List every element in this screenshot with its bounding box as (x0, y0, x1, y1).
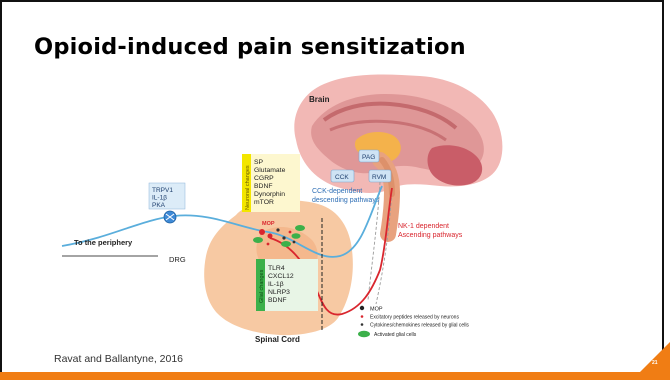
legend-item: Activated glial cells (374, 332, 417, 338)
legend-mop-marker (360, 306, 364, 310)
periphery-label: To the periphery (74, 238, 133, 247)
neuronal-item: Dynorphin (254, 191, 285, 198)
cck-label: CCK (335, 174, 349, 181)
cck-pathway-line-1: CCK-dependent (312, 188, 362, 195)
legend-item: MOP (370, 307, 383, 313)
glial-item: IL-1β (268, 281, 284, 288)
neuronal-item: Glutamate (254, 167, 286, 174)
bottom-accent-bar (0, 372, 670, 380)
brain-label: Brain (309, 95, 330, 104)
citation: Ravat and Ballantyne, 2016 (54, 353, 183, 365)
neuronal-item: BDNF (254, 183, 273, 190)
neuronal-item: SP (254, 159, 264, 166)
page-corner (640, 342, 670, 372)
glial-item: CXCL12 (268, 273, 294, 280)
drg-receptor-item: IL-1β (152, 195, 167, 202)
mop-small-label: MOP (262, 221, 275, 227)
drg-label: DRG (169, 255, 186, 264)
spinal-cord-label: Spinal Cord (255, 335, 300, 344)
rvm-label: RVM (372, 174, 386, 181)
drg-receptor-item: TRPV1 (152, 187, 173, 194)
legend: MOP Excitatory peptides released by neur… (358, 306, 469, 338)
glial-item: TLR4 (268, 265, 285, 272)
glial-changes-box (256, 259, 318, 311)
nk1-pathway-line-2: Ascending pathways (398, 232, 463, 239)
page-number: 21 (652, 360, 658, 366)
neuronal-item: mTOR (254, 199, 274, 206)
glial-item: NLRP3 (268, 289, 290, 296)
neuronal-item: CGRP (254, 175, 274, 182)
legend-glial-marker (358, 331, 370, 337)
legend-excitatory-marker (361, 315, 364, 318)
legend-cytokine-marker (361, 323, 364, 326)
drg-receptor-item: PKA (152, 202, 166, 209)
drg-receptor-icon (164, 211, 176, 223)
nk1-pathway-line-1: NK-1 dependent (398, 223, 449, 230)
pag-label: PAG (362, 154, 375, 161)
legend-item: Excitatory peptides released by neurons (370, 315, 459, 321)
neuronal-changes-title: Neuronal changes (245, 165, 251, 210)
cck-pathway-line-2: descending pathways (312, 197, 380, 204)
glial-item: BDNF (268, 297, 287, 304)
legend-item: Cytokines/chemokines released by glial c… (370, 323, 469, 329)
glial-changes-title: Glial changes (259, 269, 265, 303)
